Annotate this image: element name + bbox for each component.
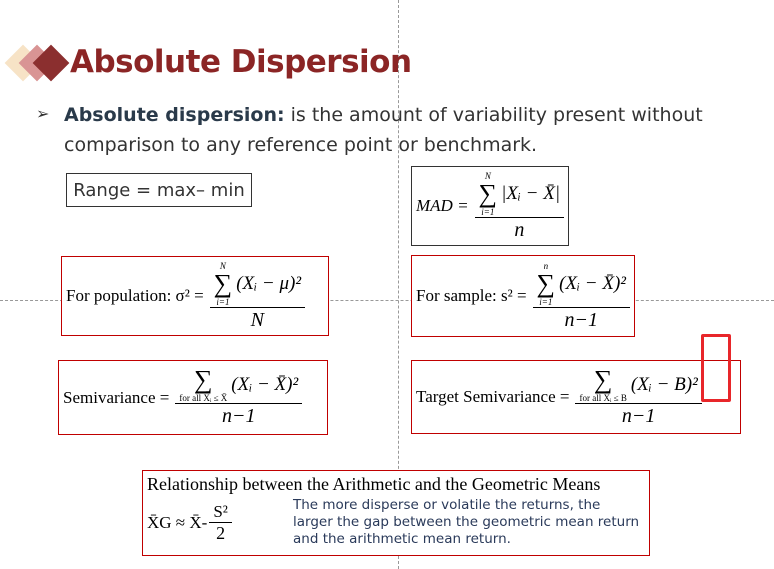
range-formula: Range = max– min [66,173,252,207]
population-lhs: For population: σ² = [66,286,204,305]
bullet-definition: is the amount of variability present wit… [64,104,703,156]
sample-lhs: For sample: s² = [416,286,527,305]
bullet-term: Absolute dispersion: [64,104,285,126]
mad-fraction: N∑i=1|Xᵢ − X̄| n [474,171,565,242]
highlight-box [701,334,731,402]
semivariance-fraction: ∑for all Xᵢ ≤ X̄(Xᵢ − X̄)² n−1 [175,367,303,428]
target-semivariance-formula: Target Semivariance = ∑for all Xᵢ ≤ B(Xᵢ… [411,360,741,434]
population-variance-formula: For population: σ² = N∑i=1(Xᵢ − μ)² N [61,256,329,336]
relationship-box: Relationship between the Arithmetic and … [142,470,650,556]
slide-title: Absolute Dispersion [70,44,412,80]
bullet-arrow-icon: ➢ [36,104,50,123]
sample-variance-formula: For sample: s² = n∑i=1(Xᵢ − X̄)² n−1 [411,255,635,337]
relationship-heading: Relationship between the Arithmetic and … [147,474,601,494]
mad-lhs: MAD = [416,196,469,215]
bullet-text: Absolute dispersion: is the amount of va… [64,100,704,160]
sample-fraction: n∑i=1(Xᵢ − X̄)² n−1 [532,261,630,332]
population-fraction: N∑i=1(Xᵢ − μ)² N [209,261,306,332]
relationship-note: The more disperse or volatile the return… [293,497,640,547]
semivariance-formula: Semivariance = ∑for all Xᵢ ≤ X̄(Xᵢ − X̄)… [58,360,328,435]
target-lhs: Target Semivariance = [416,387,570,406]
mad-formula: MAD = N∑i=1|Xᵢ − X̄| n [411,166,570,246]
range-text: Range = max– min [73,179,245,201]
vertical-guide [398,0,399,569]
target-fraction: ∑for all Xᵢ ≤ B(Xᵢ − B)² n−1 [575,366,702,428]
horizontal-guide [0,300,774,301]
semivariance-lhs: Semivariance = [63,387,170,407]
relationship-formula: X̄G ≈ X̄- [147,512,208,532]
